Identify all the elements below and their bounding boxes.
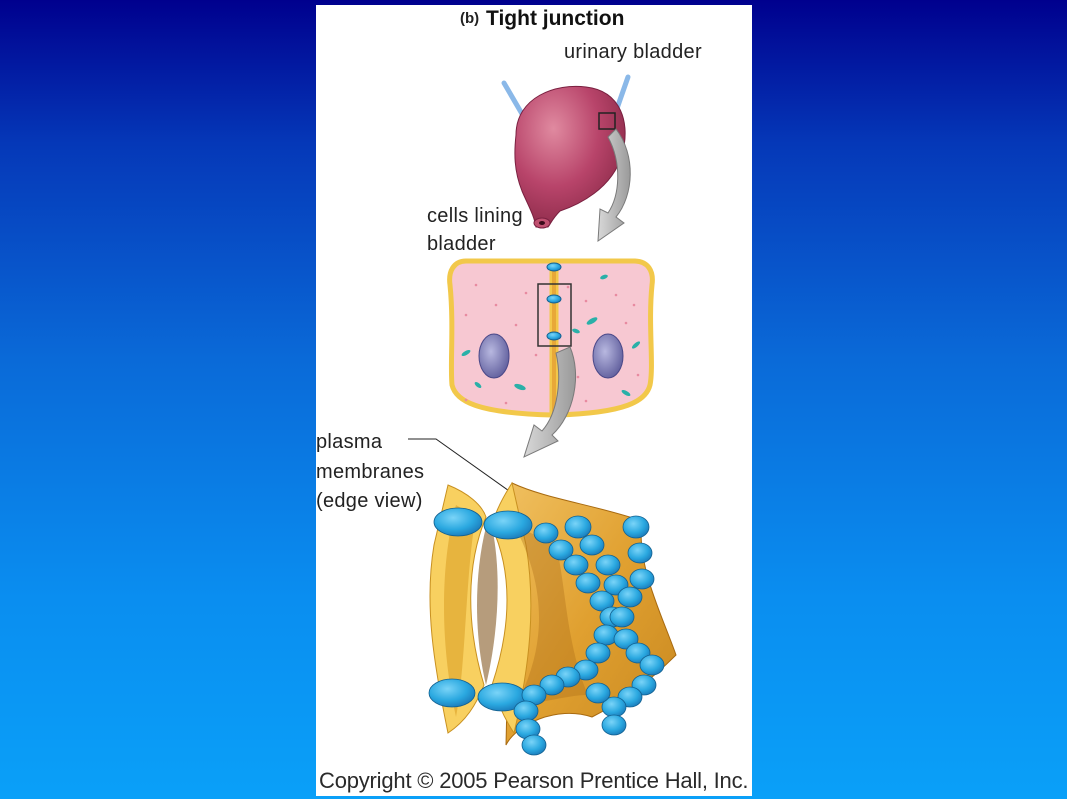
label-urinary-bladder: urinary bladder (564, 41, 702, 63)
plasma-membranes-illustration (428, 481, 677, 756)
plasma-membrane-leader-line (408, 438, 513, 494)
label-plasma-line3: (edge view) (316, 490, 423, 512)
copyright-notice: Copyright © 2005 Pearson Prentice Hall, … (319, 768, 749, 793)
tight-junction-diagram (408, 74, 677, 756)
urinary-bladder-illustration (501, 74, 631, 229)
slide-panel: (b) Tight junction urinary bladder cells… (316, 5, 752, 796)
bladder-cells-illustration (447, 258, 655, 418)
zoom-arrow-2 (523, 346, 576, 458)
label-plasma-line2: membranes (316, 461, 425, 483)
label-cells-lining-line2: bladder (427, 233, 496, 255)
zoom-arrow-1 (597, 128, 631, 242)
label-plasma-line1: plasma (316, 431, 383, 453)
figure-title: Tight junction (486, 7, 625, 30)
label-cells-lining-line1: cells lining (427, 205, 523, 227)
figure-letter: (b) (460, 10, 480, 27)
